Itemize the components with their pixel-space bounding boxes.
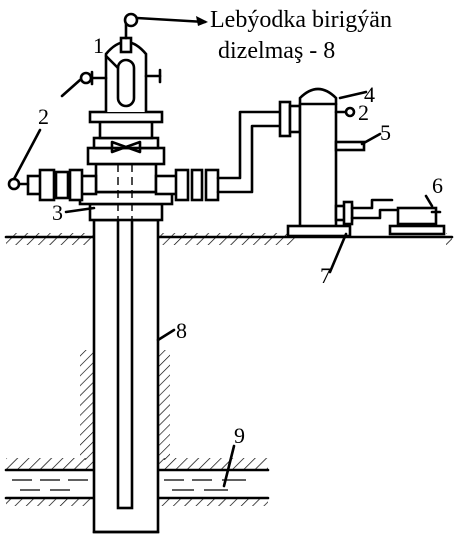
separator-vessel [286, 87, 366, 238]
right-flowline [154, 100, 302, 202]
label-6: 6 [432, 173, 443, 198]
label-8: 8 [176, 318, 187, 343]
wellhead [78, 110, 174, 222]
caption-line-2: dizelmaş - 8 [218, 38, 335, 64]
caption-line-1: Lebýodka birigýän [210, 7, 392, 33]
lubricator [90, 12, 208, 112]
left-flowline [7, 128, 98, 202]
ground-surface [4, 233, 454, 245]
pressure-gauge-left [60, 71, 93, 98]
label-3: 3 [52, 200, 63, 225]
earth-hatch [80, 350, 170, 460]
label-4: 4 [364, 82, 375, 107]
tank-line [334, 198, 446, 236]
formation-layer [4, 458, 270, 506]
tubing-string [116, 194, 134, 510]
leader-lines [64, 54, 434, 488]
label-1: 1 [93, 33, 104, 58]
label-2-right: 2 [358, 100, 369, 125]
label-5: 5 [380, 120, 391, 145]
label-2-left: 2 [38, 104, 49, 129]
label-9: 9 [234, 423, 245, 448]
label-7: 7 [320, 263, 331, 288]
